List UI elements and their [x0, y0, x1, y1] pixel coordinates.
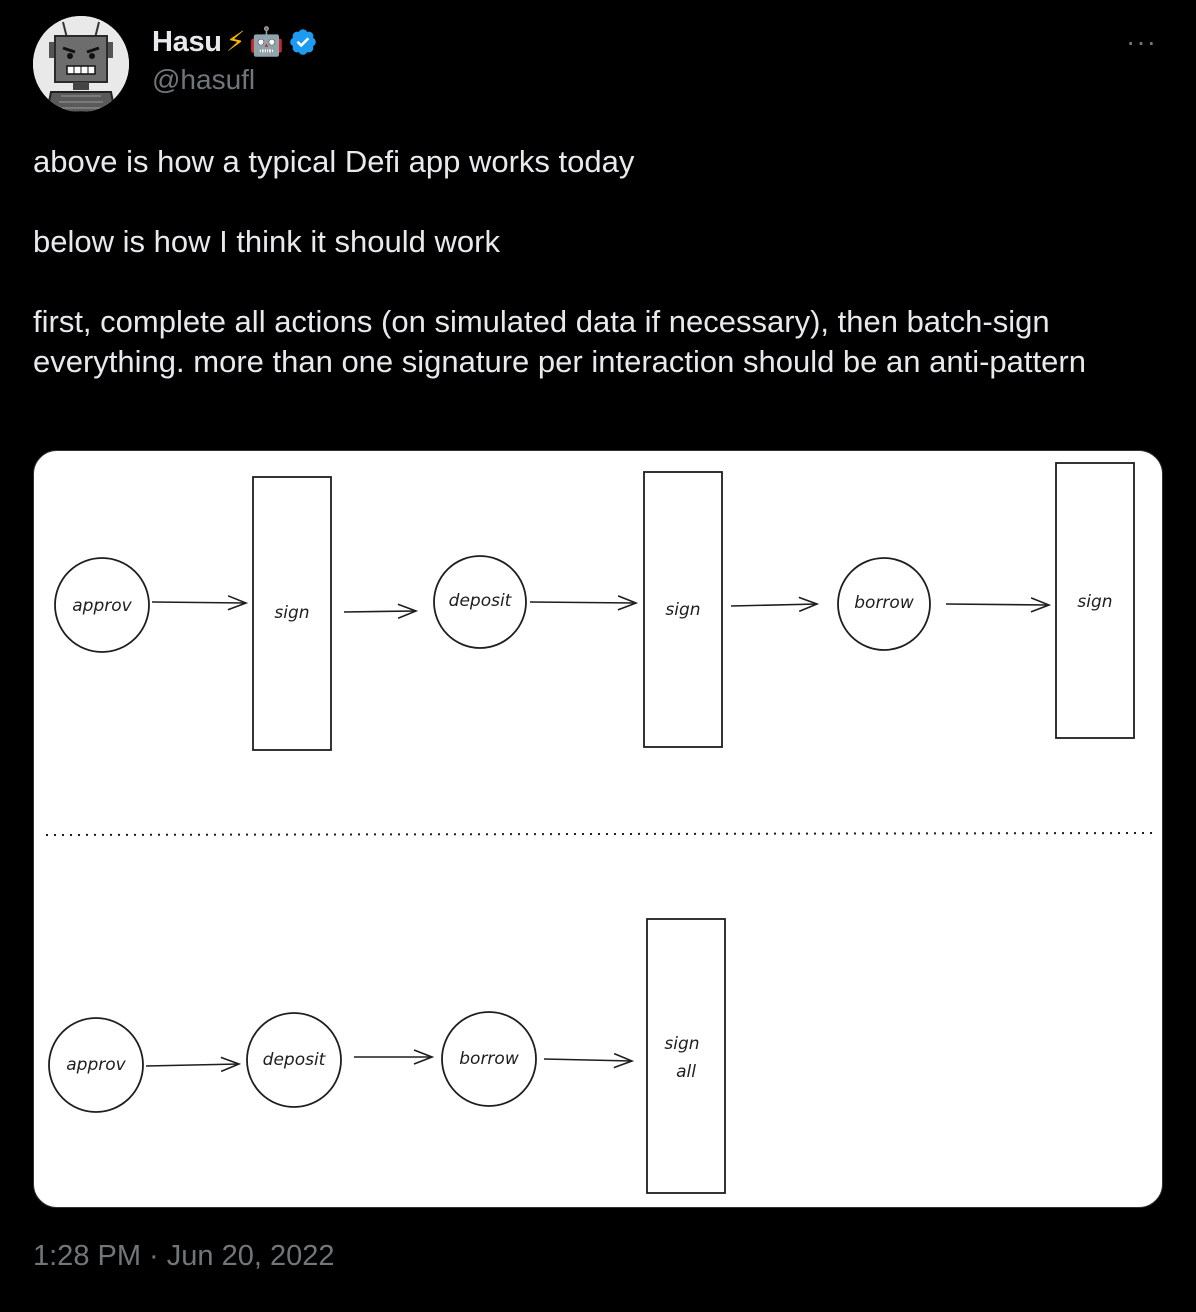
top-sign-label-1: sign	[274, 603, 309, 623]
author-name-row[interactable]: Hasu ⚡ 🤖	[152, 24, 318, 60]
top-approve-label: approv	[72, 596, 132, 616]
top-approve-node: approv	[54, 557, 150, 653]
verified-badge-icon[interactable]	[288, 27, 318, 57]
top-arrow-2	[343, 611, 416, 612]
bottom-arrow-3	[543, 1059, 632, 1061]
dotted-divider	[45, 832, 1155, 836]
robot-avatar-icon	[33, 16, 129, 112]
tweet-paragraph-3: first, complete all actions (on simulate…	[33, 304, 1086, 379]
bottom-deposit-label: deposit	[263, 1050, 327, 1070]
tweet-timestamp[interactable]: 1:28 PM · Jun 20, 2022	[33, 1240, 335, 1272]
bottom-borrow-label: borrow	[459, 1049, 519, 1069]
top-arrow-4	[730, 604, 817, 606]
top-sign-label-2: sign	[665, 600, 700, 620]
author-handle[interactable]: @hasufl	[152, 64, 256, 95]
top-borrow-node: borrow	[837, 557, 931, 651]
top-arrow-3	[529, 602, 636, 603]
bottom-approve-label: approv	[66, 1055, 126, 1075]
top-sign-box-2: sign	[643, 471, 723, 748]
tweet-paragraph-1: above is how a typical Defi app works to…	[33, 144, 635, 179]
bottom-deposit-node: deposit	[246, 1012, 342, 1108]
top-sign-box-3: sign	[1055, 462, 1135, 739]
bottom-sign-all-box: sign all	[646, 918, 726, 1194]
bottom-borrow-node: borrow	[441, 1011, 537, 1107]
top-arrow-5	[945, 604, 1049, 605]
tweet-text: above is how a typical Defi app works to…	[33, 142, 1163, 382]
top-sign-box-1: sign	[252, 476, 332, 751]
lightning-emoji-icon: ⚡	[225, 26, 246, 57]
top-borrow-label: borrow	[854, 593, 914, 613]
author-display-name[interactable]: Hasu	[152, 25, 222, 58]
tweet-image[interactable]: approv sign deposit sign borrow	[33, 450, 1163, 1208]
top-arrow-1	[151, 602, 246, 603]
top-deposit-node: deposit	[433, 555, 527, 649]
more-options-icon[interactable]: ···	[1126, 26, 1157, 57]
flow-diagram: approv sign deposit sign borrow	[45, 462, 1155, 1194]
bottom-sign-all-label-1: sign	[664, 1034, 699, 1054]
top-deposit-label: deposit	[449, 591, 513, 611]
avatar[interactable]	[33, 16, 129, 112]
robot-emoji-icon: 🤖	[249, 26, 285, 57]
bottom-approve-node: approv	[48, 1017, 144, 1113]
bottom-arrow-1	[145, 1064, 239, 1066]
bottom-sign-all-label-2: all	[676, 1062, 696, 1082]
tweet-paragraph-2: below is how I think it should work	[33, 224, 500, 259]
top-sign-label-3: sign	[1077, 592, 1112, 612]
